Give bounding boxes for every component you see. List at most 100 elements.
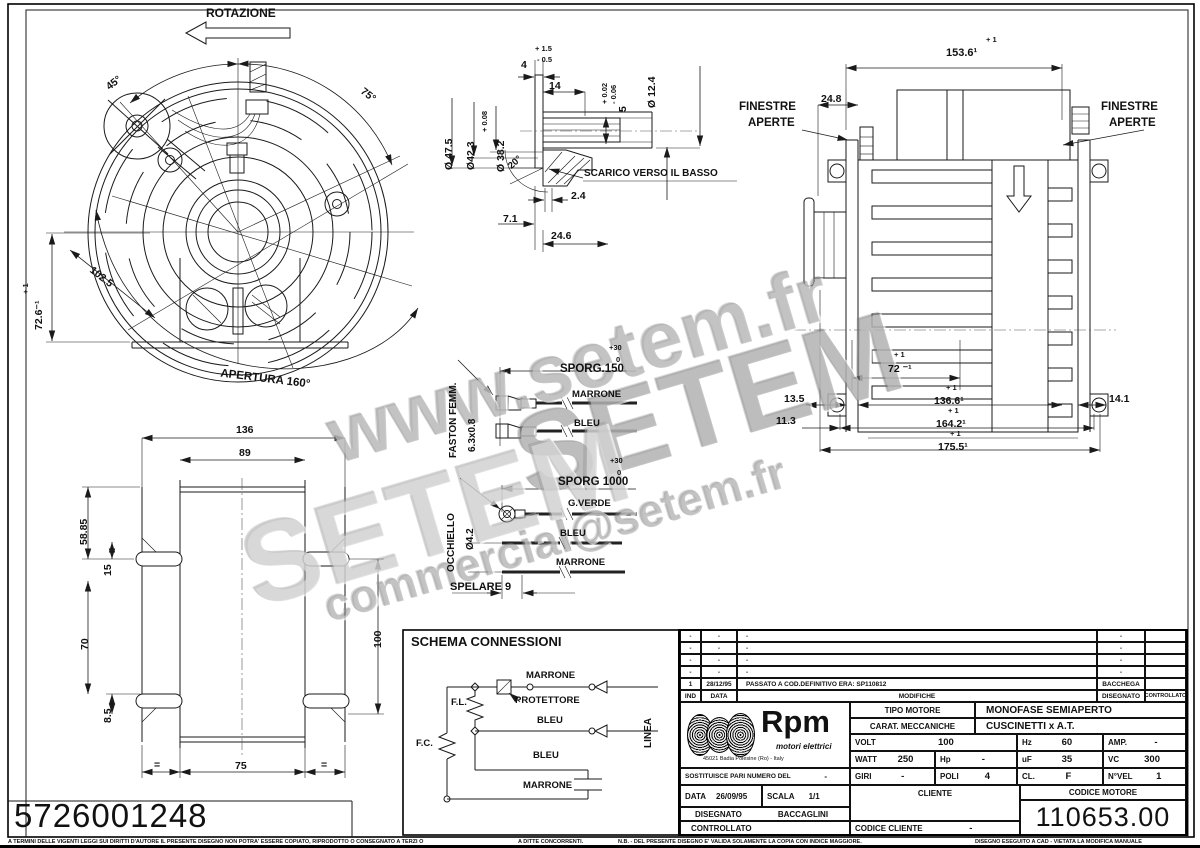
dim-70-label: 70 [79, 638, 91, 650]
faston-label: FASTON FEMM. [448, 382, 459, 458]
cl-cell: CL. F [1017, 768, 1103, 785]
dim-75-label: 75 [235, 760, 247, 772]
rev-mod-4: PASSATO A COD.DEFINITIVO ERA: SP110812 [737, 678, 1097, 690]
rev-header-ind: IND [680, 690, 701, 702]
scala-value: 1/1 [808, 791, 820, 801]
rev-mod-3: - [737, 666, 1097, 678]
tol-4-plus-label: + 1.5 [535, 44, 552, 53]
disegnato-cell: DISEGNATO BACCAGLINI [680, 807, 850, 821]
hz-label: Hz [1022, 738, 1032, 747]
controllato-cell: CONTROLLATO [680, 821, 850, 835]
dim-15-label: 15 [102, 564, 114, 576]
codice-cliente-label: CODICE CLIENTE [855, 823, 923, 833]
hz-cell: Hz 60 [1017, 734, 1103, 751]
section-view [446, 60, 737, 252]
nvel-label: N°VEL [1108, 772, 1133, 781]
vc-label: VC [1108, 755, 1120, 764]
dim-136-6-label: 136.6¹ [934, 395, 964, 407]
dim-136-label: 136 [236, 424, 254, 436]
watt-cell: WATT 250 [850, 751, 935, 768]
height-tolerance-label: + 1 [21, 283, 30, 294]
volt-value: 100 [937, 737, 954, 748]
side-view [794, 64, 1145, 454]
rev-ind-2: - [680, 654, 701, 666]
wire-bleu-2-label: BLEU [560, 528, 586, 539]
wire-bleu-1-label: BLEU [574, 418, 600, 429]
cl-label: CL. [1022, 772, 1035, 781]
dim-164-2-label: 164.2¹ [936, 418, 966, 430]
schema-linea-label: LINEA [643, 718, 654, 748]
footer-cad-note: DISEGNO ESEGUITO A CAD - VIETATA LA MODI… [975, 839, 1142, 845]
rev-dis-0: - [1097, 630, 1145, 642]
rev-ind-4: 1 [680, 678, 701, 690]
sporg1000-tol-zero: 0 [617, 468, 622, 477]
rev-dis-3: - [1097, 666, 1145, 678]
sporg1000-tol-plus: +30 [610, 456, 623, 465]
dim-89-label: 89 [239, 447, 251, 459]
codice-motore-label: CODICE MOTORE [1020, 785, 1186, 800]
rev-con-2 [1145, 654, 1186, 666]
tol-5-minus-label: - 0.06 [609, 84, 618, 104]
giri-label: GIRI [855, 772, 872, 781]
rev-header-controllato: CONTROLLATO [1145, 690, 1186, 702]
schema-fc-label: F.C. [416, 738, 433, 749]
tol-175-label: + 1 [950, 429, 961, 438]
rev-mod-2: - [737, 654, 1097, 666]
dim-100-label: 100 [372, 630, 384, 648]
scala-label: SCALA [767, 791, 795, 801]
occhiello-dia-label: Ø4.2 [465, 528, 476, 550]
footer-validity: N.B. - DEL PRESENTE DISEGNO E' VALIDA SO… [618, 839, 862, 845]
wire-marrone-1-label: MARRONE [572, 389, 622, 400]
rev-con-0 [1145, 630, 1186, 642]
uf-cell: uF 35 [1017, 751, 1103, 768]
logo-motor-icon [726, 713, 755, 757]
rev-mod-0: - [737, 630, 1097, 642]
data-label: DATA [685, 791, 707, 801]
logo-address: 45021 Badia Polesine (Ro) - Italy [703, 756, 784, 762]
codice-motore-value: 110653.00 [1020, 800, 1186, 835]
sostituisce-label: SOSTITUISCE PARI NUMERO DEL [685, 773, 791, 780]
spelare-label: SPELARE 9 [450, 581, 512, 593]
occhiello-label: OCCHIELLO [446, 513, 457, 572]
dim-2-4-label: 2.4 [571, 190, 586, 202]
logo-cell: Rpm motori elettrici 45021 Badia Polesin… [680, 702, 850, 768]
tol-5-plus-label: + 0.02 [600, 82, 609, 104]
amp-label: AMP. [1108, 738, 1127, 747]
rev-dis-4: BACCHEGA [1097, 678, 1145, 690]
sostituisce-cell: SOSTITUISCE PARI NUMERO DEL - [680, 768, 850, 785]
dim-153-6-label: 153.6¹ [946, 47, 978, 59]
rev-con-4 [1145, 678, 1186, 690]
poli-label: POLI [940, 772, 959, 781]
rev-con-3 [1145, 666, 1186, 678]
hp-cell: Hp - [935, 751, 1017, 768]
rev-data-0: - [701, 630, 737, 642]
footer-copyright: A TERMINI DELLE VIGENTI LEGGI SUI DIRITT… [8, 839, 424, 845]
rev-data-2: - [701, 654, 737, 666]
sporg150-label: SPORG.150 [560, 363, 624, 375]
uf-value: 35 [1061, 754, 1073, 765]
tol-136-label: + 1 [946, 383, 957, 392]
sporg150-tol-plus: +30 [609, 343, 622, 352]
rev-data-1: - [701, 642, 737, 654]
schema-marrone-top-label: MARRONE [526, 670, 576, 681]
uf-label: uF [1022, 755, 1032, 764]
volt-label: VOLT [855, 738, 876, 747]
hz-value: 60 [1061, 737, 1073, 748]
disegnato-value: BACCAGLINI [777, 809, 829, 819]
disegnato-label: DISEGNATO [695, 809, 742, 819]
watt-label: WATT [855, 755, 878, 764]
dim-8-5-label: 8.5 [102, 708, 114, 723]
vc-value: 300 [1144, 754, 1160, 765]
stator-view [82, 434, 384, 778]
dia-47-5-label: Ø 47.5 [443, 138, 455, 170]
data-value: 26/09/95 [716, 791, 748, 801]
vc-cell: VC 300 [1103, 751, 1186, 768]
faston-size-label: 6.3x0.8 [467, 418, 478, 452]
dim-5-label: 5 [617, 106, 629, 112]
sporg150-tol-zero: 0 [616, 355, 621, 364]
dim-13-5-label: 13.5 [784, 393, 805, 405]
rev-data-3: - [701, 666, 737, 678]
wire-marrone-2-label: MARRONE [556, 557, 606, 568]
tol-4-minus-label: - 0.5 [537, 55, 553, 64]
